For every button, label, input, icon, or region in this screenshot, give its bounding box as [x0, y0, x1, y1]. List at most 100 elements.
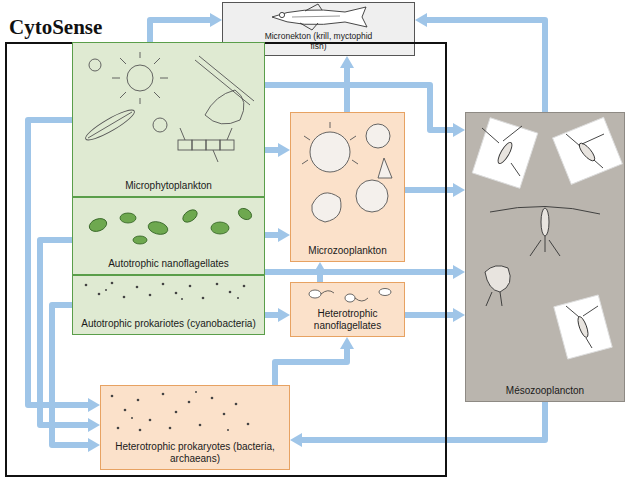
mesozooplankton-box: Mésozooplancton — [465, 112, 625, 402]
box-label: Micronekton (krill, myctophid fish) — [264, 31, 374, 51]
diatom-drawing — [195, 56, 254, 105]
flow-arrow — [423, 20, 545, 112]
diatom-drawing — [127, 65, 153, 91]
cyanobacteria-dots — [175, 292, 178, 295]
box-label: Mésozooplancton — [506, 385, 584, 397]
nanoflagellate-drawing — [147, 220, 169, 237]
ciliate-drawing — [302, 122, 392, 222]
copepod-drawing — [486, 292, 502, 306]
copepod-drawing — [577, 141, 597, 163]
flow-arrow — [265, 147, 282, 153]
bacteria-dots — [235, 403, 238, 406]
nanoflagellate-drawing — [120, 213, 136, 223]
bacteria-dots — [111, 395, 114, 398]
fish-drawing — [300, 23, 318, 30]
diatom-drawing — [153, 118, 167, 132]
heterotroph-box: Heterotrophic prokaryotes (bacteria, arc… — [100, 385, 290, 470]
ciliate-drawing — [312, 193, 341, 222]
heterotrophic-flagellate-drawing — [355, 298, 368, 301]
cyanobacteria-dots — [162, 283, 165, 286]
flow-arrow — [405, 312, 457, 318]
nanoflagellate-drawing — [181, 207, 200, 224]
bacteria-dots — [195, 391, 197, 393]
heterotrophic-flagellate-drawing — [379, 289, 391, 296]
bacteria-dots — [227, 429, 229, 431]
box-label: Microzooplankton — [308, 245, 386, 257]
bacteria-dots — [188, 401, 191, 404]
bacteria-dots — [117, 427, 120, 430]
copepod-drawing — [566, 134, 604, 168]
flow-arrow — [265, 269, 457, 275]
fish-drawing — [272, 7, 367, 27]
copepod-drawing — [554, 295, 612, 359]
phytoplankton-box: Autotrophic nanoflagellates — [72, 197, 265, 275]
cyanobacteria-dots — [85, 284, 88, 287]
box-label: Microphytoplankton — [125, 180, 212, 192]
cyanobacteria-dots — [136, 286, 139, 289]
heterotrophic-flagellate-drawing — [309, 289, 391, 303]
instrument-title: CytoSense — [9, 15, 102, 39]
copepod-drawing — [496, 141, 515, 166]
bacteria-dots — [175, 411, 178, 414]
copepod-drawing — [482, 126, 522, 176]
copepod-drawing — [485, 266, 510, 292]
flow-arrow — [298, 402, 545, 440]
bacteria-dots — [139, 429, 142, 432]
ciliate-drawing — [366, 124, 390, 148]
box-label: Heterotrophic nanoflagellates — [295, 308, 400, 332]
diatom-drawing — [83, 106, 137, 144]
phytoplankton-box: Microphytoplankton — [72, 42, 265, 197]
flow-arrow — [275, 345, 347, 385]
nanoflagellate-drawing — [87, 216, 108, 233]
copepod-drawing — [530, 236, 560, 256]
diatom-drawing — [206, 140, 220, 150]
ciliate-drawing — [356, 180, 388, 212]
ciliate-drawing — [302, 122, 358, 164]
copepod-drawing — [553, 117, 623, 184]
box-label: Autotrophic nanoflagellates — [108, 258, 229, 270]
diatom-drawing — [178, 140, 192, 150]
diatom-drawing — [205, 90, 244, 124]
flow-arrow — [265, 312, 282, 318]
cyanobacteria-dots — [243, 285, 246, 288]
fish-drawing — [279, 12, 284, 17]
cyanobacteria-dots — [98, 293, 101, 296]
heterotrophic-flagellate-drawing — [345, 294, 355, 302]
bacteria-dots — [199, 424, 202, 427]
cyanobacteria-dots — [189, 285, 192, 288]
box-label: Heterotrophic prokaryotes (bacteria, arc… — [105, 441, 285, 465]
cyanobacteria-dots — [229, 291, 232, 294]
flow-arrow — [317, 270, 323, 282]
copepod-drawing — [490, 206, 600, 214]
bacteria-dots — [131, 417, 133, 419]
bacteria-dots — [111, 391, 250, 431]
bacteria-dots — [169, 427, 172, 430]
nanoflagellate-drawing — [133, 236, 147, 244]
diatom-drawing — [112, 52, 168, 104]
phytoplankton-box: Autotrophic prokariotes (cyanobacteria) — [72, 275, 265, 335]
nanoflagellate-drawing — [236, 206, 253, 222]
copepod-drawing — [566, 306, 598, 348]
diatom-drawing — [180, 128, 232, 162]
ciliate-drawing — [310, 132, 350, 172]
fish-drawing — [305, 4, 322, 11]
cyanobacteria-dots — [111, 282, 114, 285]
bacteria-dots — [124, 409, 127, 412]
cyanobacteria-dots — [105, 289, 107, 291]
diatom-drawing — [220, 140, 234, 150]
heterotrophic-flagellate-drawing — [309, 290, 321, 298]
nanoflagellate-drawing — [87, 206, 253, 244]
instrument-frame: CytoSenseMicrophytoplanktonAutotrophic n… — [5, 42, 447, 477]
cyanobacteria-dots — [181, 298, 183, 300]
ciliate-drawing — [378, 158, 392, 178]
copepod-drawing — [472, 117, 622, 359]
copepod-drawing — [576, 315, 590, 338]
bacteria-dots — [137, 399, 140, 402]
diatom-drawing — [83, 52, 254, 162]
cyanobacteria-dots — [216, 283, 219, 286]
cyanobacteria-dots — [202, 297, 205, 300]
flow-arrow — [150, 20, 214, 42]
